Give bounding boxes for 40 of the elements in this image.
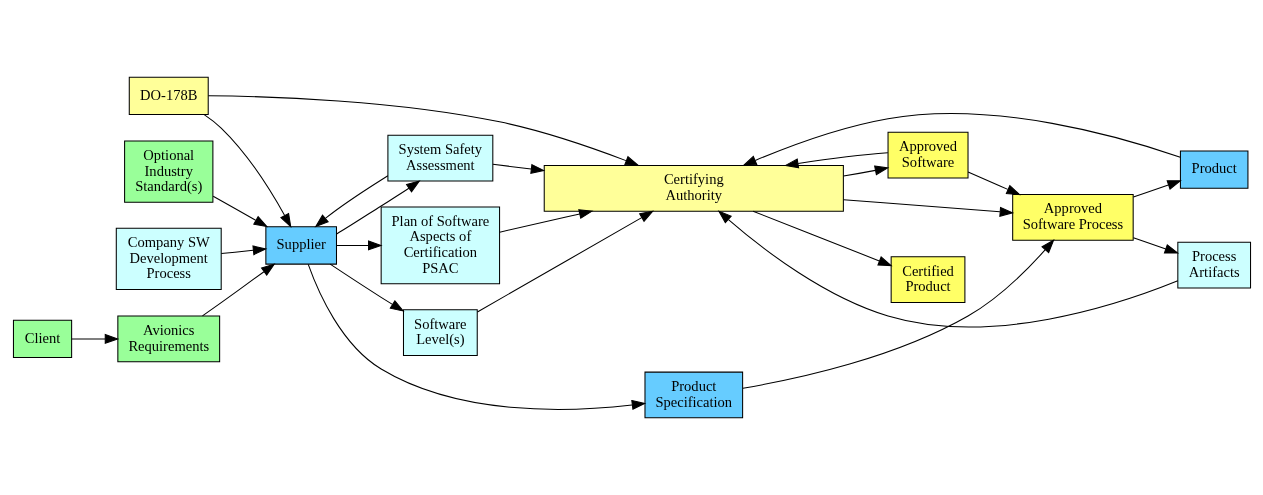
arrow (307, 263, 646, 411)
node-box: Software Level(s) (402, 309, 478, 357)
arrow (70, 333, 119, 344)
arrow (783, 152, 888, 169)
arrow (498, 209, 593, 233)
arrow (329, 263, 405, 312)
node-box: Company SW Development Process (115, 227, 222, 291)
arrow (201, 263, 275, 317)
node-box: Client (12, 319, 72, 359)
node-box: Certifying Authority (543, 164, 844, 212)
arrow (752, 210, 893, 267)
node-box: System Safety Assessment (386, 134, 493, 182)
node-box: Avionics Requirements (116, 315, 220, 363)
node-box: Process Artifacts (1176, 241, 1251, 289)
arrow (207, 95, 639, 166)
node-box: Certified Product (890, 256, 965, 304)
arrow (741, 239, 1055, 389)
node-box: Approved Software (887, 131, 969, 179)
arrow (220, 245, 267, 256)
arrow (203, 114, 291, 228)
arrow (717, 210, 1178, 328)
arrow (335, 240, 383, 251)
node-box: DO-178B (128, 76, 209, 116)
node-box: Approved Software Process (1011, 194, 1134, 241)
arrow (967, 171, 1021, 196)
node-box: Optional Industry Standard(s) (123, 140, 213, 203)
arrow (314, 175, 388, 228)
arrow (212, 195, 268, 228)
arrow (842, 199, 1014, 217)
arrow (741, 113, 1181, 166)
node-box: Product Specification (643, 371, 743, 419)
node-box: Supplier (264, 226, 337, 265)
arrow (335, 180, 421, 235)
arrow (476, 210, 654, 313)
node-box: Plan of Software Aspects of Certification PSAC (380, 206, 500, 285)
arrow (491, 163, 545, 174)
node-box: Product (1179, 150, 1248, 189)
arrow (1132, 237, 1179, 254)
arrow (842, 165, 889, 177)
arrow (1132, 180, 1182, 198)
